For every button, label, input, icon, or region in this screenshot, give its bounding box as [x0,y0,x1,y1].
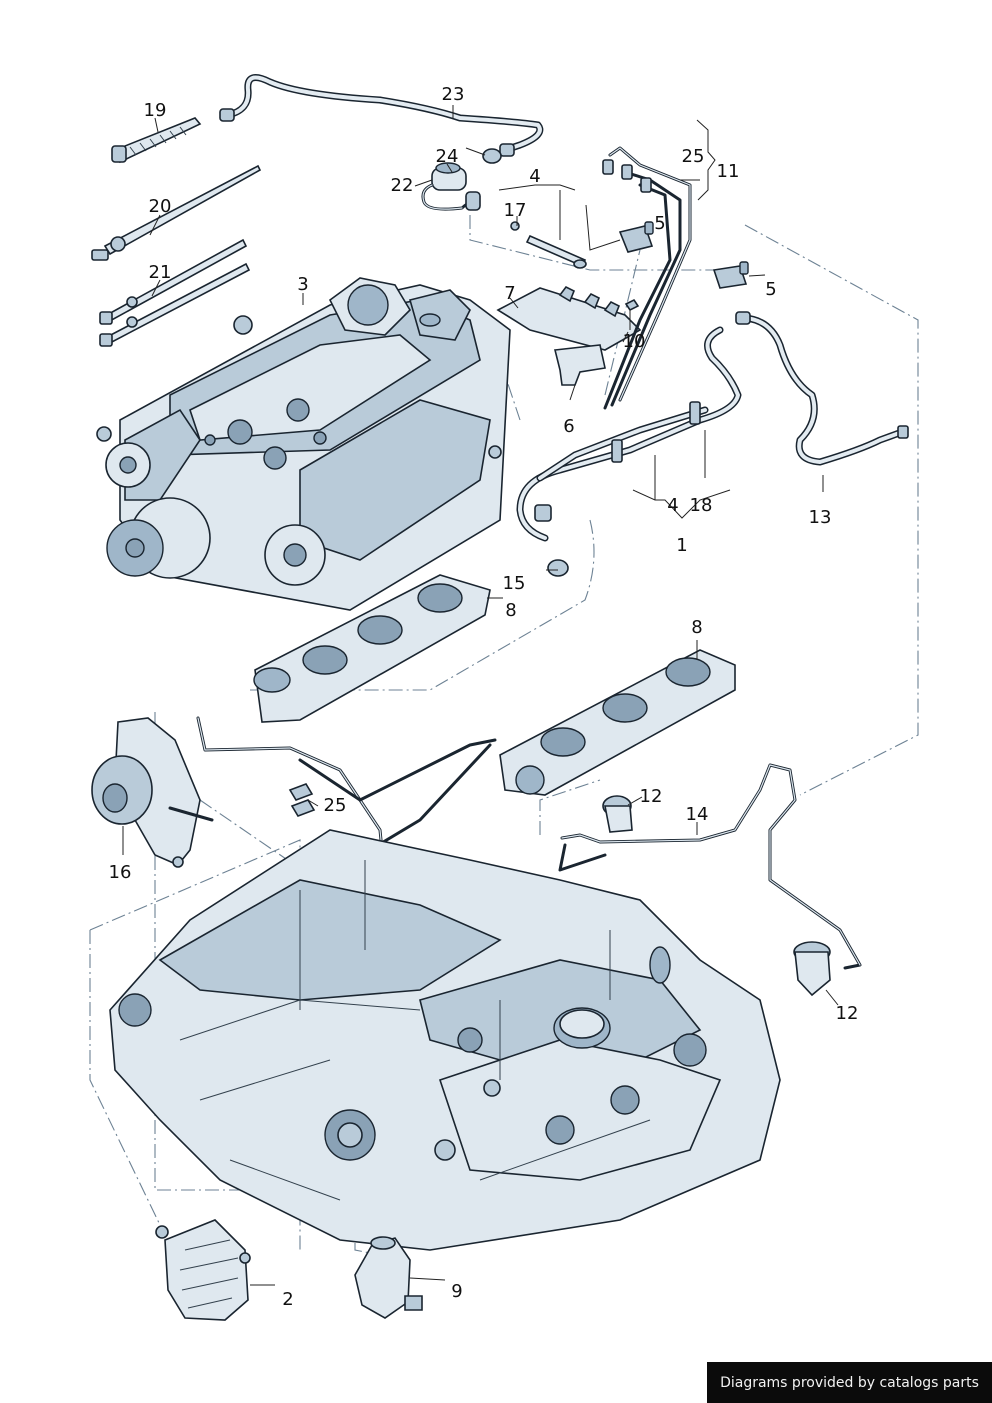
callout-8-right: 8 [691,617,703,638]
part-19-21-cable-ties [91,117,262,347]
callout-21: 21 [148,262,172,283]
callout-11: 11 [716,161,740,182]
part-25-clip [288,783,316,817]
engine-block [109,829,781,1251]
callout-7: 7 [504,283,516,304]
credit-banner: Diagrams provided by catalogs parts [707,1362,992,1403]
callout-25-bottom: 25 [323,795,347,816]
callout-25-top: 25 [681,146,705,167]
callout-22: 22 [390,175,414,196]
part-3-supercharger [96,277,511,611]
callout-20: 20 [148,196,172,217]
callout-9: 9 [451,1281,463,1302]
part-9-valve [354,1236,423,1319]
part-11-25-lines [602,146,692,410]
part-23-breather-hose [219,74,544,157]
callout-24: 24 [435,146,459,167]
callout-15: 15 [502,573,526,594]
callout-1: 1 [676,535,688,556]
callout-2: 2 [282,1289,294,1310]
part-8-15-gaskets [253,574,736,796]
callout-14: 14 [685,804,709,825]
callout-13: 13 [808,507,832,528]
callout-12-bottom: 12 [835,1003,859,1024]
callout-5-left: 5 [654,213,666,234]
callout-18: 18 [689,495,713,516]
callout-5-right: 5 [765,279,777,300]
part-4-5-17-sensors [510,221,749,289]
callout-23: 23 [441,84,465,105]
callout-6: 6 [563,416,575,437]
callout-16: 16 [108,862,132,883]
part-6-7-10-brackets [496,285,642,386]
callout-12-top: 12 [639,786,663,807]
callout-19: 19 [143,100,167,121]
callout-10: 10 [622,331,646,352]
callout-8-left: 8 [505,600,517,621]
callout-4-mid: 4 [667,495,679,516]
part-2-vacuum-pump [155,1219,251,1321]
part-13-hose [735,311,909,466]
callout-3: 3 [297,274,309,295]
callout-4-top: 4 [529,166,541,187]
callout-17: 17 [503,200,527,221]
part-1-pipe-assembly [516,326,742,577]
part-16-pump [91,717,214,868]
leader-lines [122,105,839,1286]
part-22-24-valve [421,148,502,211]
